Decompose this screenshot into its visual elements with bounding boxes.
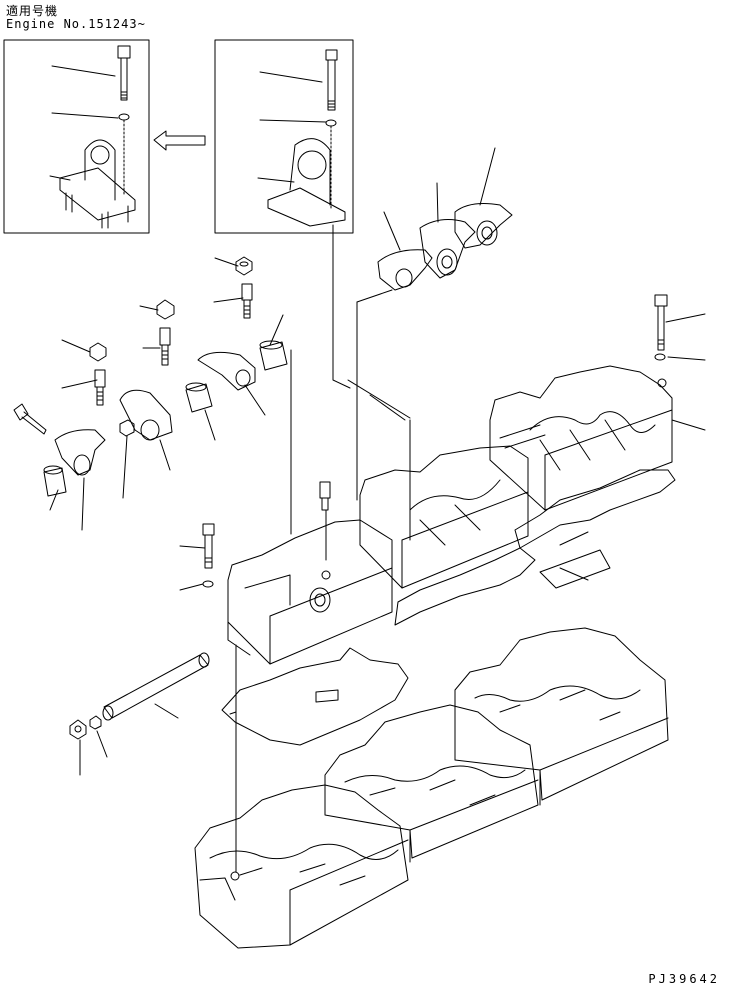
bushing-3-icon — [260, 341, 287, 370]
bushing-2-icon — [186, 383, 212, 412]
rocker-housing-front-icon — [228, 520, 392, 664]
shaft-nut-icon — [70, 720, 86, 739]
small-spacer-icon — [120, 420, 134, 436]
rocker-housing-rear-icon — [490, 366, 672, 510]
bushing-1-icon — [44, 466, 66, 496]
inset-new-bracket — [215, 40, 353, 233]
pin-bolt-icon — [14, 404, 46, 434]
stud-center-icon — [320, 482, 330, 510]
adjust-screw-2-icon — [160, 328, 170, 365]
rocker-housing-middle-icon — [360, 446, 528, 588]
inset-bracket-icon — [60, 140, 135, 228]
hollow-left-arrow-icon — [154, 131, 205, 150]
drawing-code: PJ39642 — [648, 972, 720, 986]
housing-bolt-rear-icon — [655, 295, 667, 360]
rocker-arm-left-3-icon — [198, 352, 255, 390]
housing-bolt-front-icon — [203, 524, 214, 587]
adjust-screw-3-icon — [95, 370, 105, 405]
nut-2-icon — [157, 300, 174, 319]
cylinder-head-middle-icon — [325, 705, 538, 862]
rocker-arm-left-1-icon — [55, 430, 105, 475]
rocker-shaft-icon — [103, 653, 209, 720]
nut-3-icon — [90, 343, 106, 361]
inset2-bolt-icon — [326, 50, 337, 110]
shaft-washer-icon — [90, 716, 101, 729]
rocker-arm-upper-2-icon — [420, 220, 475, 278]
rocker-arm-upper-3-icon — [378, 250, 432, 290]
applicability-label: 適用号機 — [6, 4, 59, 18]
nut-icon — [236, 257, 252, 275]
engine-serial-label: Engine No.151243~ — [6, 17, 146, 31]
cylinder-head-rear-icon — [455, 628, 668, 805]
inset-bolt-icon — [118, 46, 130, 100]
rocker-arm-left-2-icon — [120, 390, 172, 440]
cylinder-head-front-icon — [195, 785, 408, 948]
inset-old-bracket — [4, 40, 149, 233]
adjust-screw-1-icon — [242, 284, 252, 318]
inset2-washer-icon — [326, 120, 336, 126]
inset2-bracket-icon — [268, 139, 345, 226]
rocker-arm-upper-1-icon — [455, 204, 512, 248]
inset-washer-icon — [119, 114, 129, 120]
rocker-gaskets-icon — [222, 470, 675, 745]
